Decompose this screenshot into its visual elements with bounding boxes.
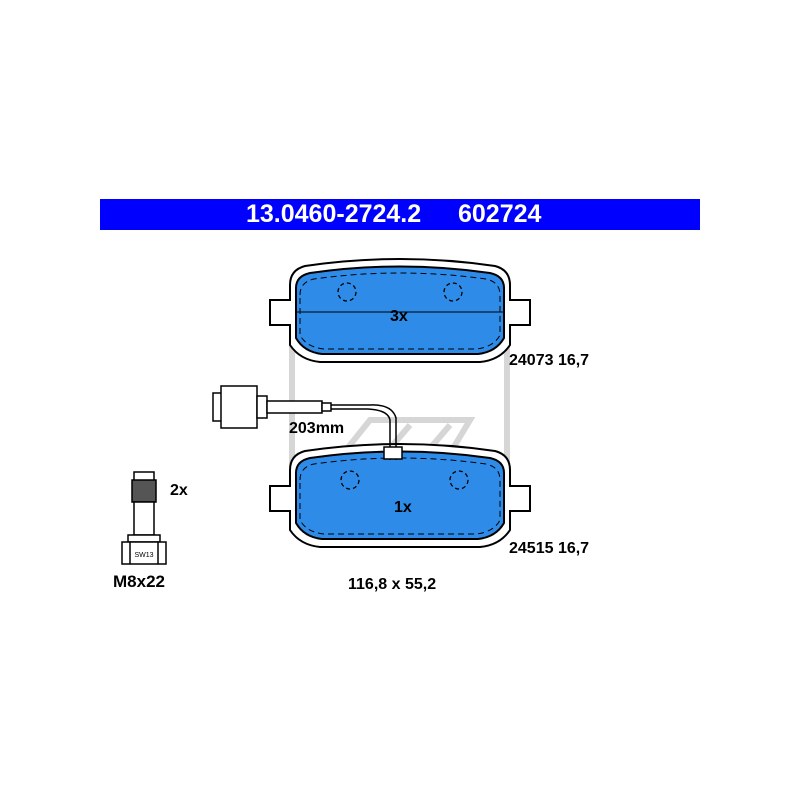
sensor-cable-length: 203mm: [289, 420, 345, 437]
pad-dimensions: 116,8 x 55,2: [348, 576, 437, 593]
part-number: 13.0460-2724.2: [246, 200, 422, 228]
bolt-wrench-size: SW13: [134, 552, 153, 559]
bolt-thread: [131, 479, 157, 503]
pad-top-hole-left: [337, 282, 357, 302]
pad-bottom-spec: 24515 16,7: [509, 540, 590, 557]
part-number-banner: 13.0460-2724.2 602724: [100, 199, 700, 230]
pad-top-friction-material: [295, 265, 505, 355]
bolt-size: M8x22: [113, 572, 165, 591]
bolt: SW13: [121, 471, 167, 565]
pad-top-quantity: 3x: [390, 308, 408, 325]
pad-top-spec: 24073 16,7: [509, 352, 590, 369]
pad-top-hole-right: [443, 282, 463, 302]
brake-pad-top: [269, 258, 531, 363]
wear-sensor: [212, 385, 403, 460]
pad-bottom-friction-material: [295, 450, 505, 540]
bolt-head: [121, 541, 167, 565]
bolt-quantity: 2x: [170, 482, 188, 499]
pad-bottom-quantity: 1x: [394, 499, 412, 516]
pad-bottom-hole-left: [340, 470, 360, 490]
pad-bottom-hole-right: [449, 470, 469, 490]
brake-pad-bottom: [269, 443, 531, 548]
sensor-cable: [331, 404, 397, 460]
article-number: 602724: [458, 200, 542, 228]
